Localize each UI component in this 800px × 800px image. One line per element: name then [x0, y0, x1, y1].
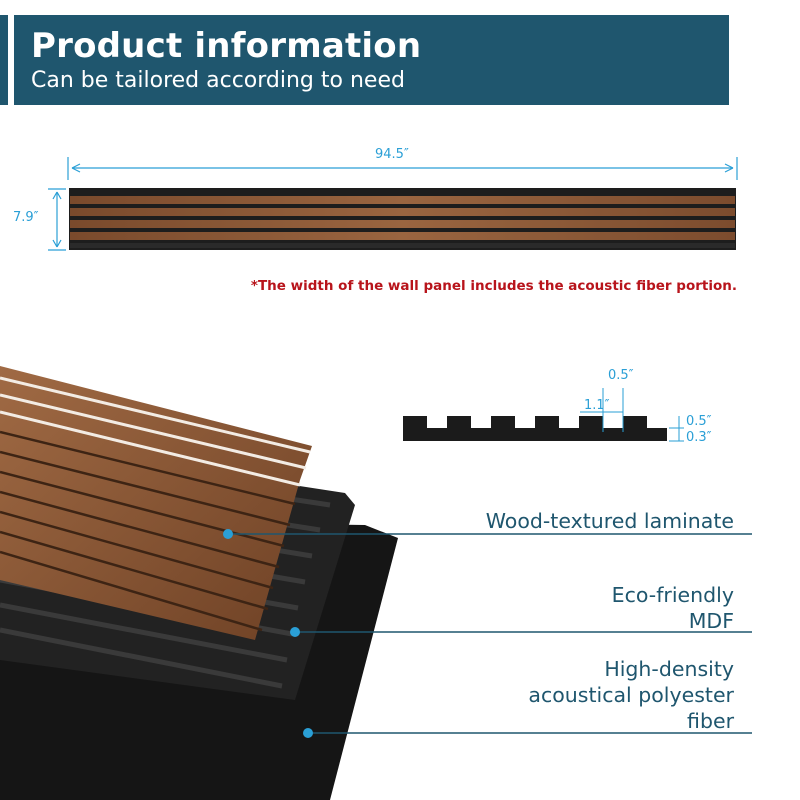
- slat-width-label: 1.1″: [584, 398, 610, 413]
- length-dimension-line: [67, 157, 738, 180]
- layer-label-line: MDF: [688, 609, 734, 633]
- groove-width-label: 0.5″: [608, 368, 634, 383]
- page-title: Product information: [31, 26, 422, 66]
- layer-label-line: Wood-textured laminate: [485, 509, 734, 533]
- header-accent-bar: [0, 15, 8, 105]
- height-label: 7.9″: [13, 210, 39, 225]
- callout-dots: [223, 529, 313, 738]
- panel-cross-section: [403, 416, 667, 441]
- layer-label-line: Eco-friendly: [611, 583, 734, 607]
- panel-perspective-view: [0, 366, 398, 800]
- layer-label-laminate: Wood-textured laminate: [486, 508, 734, 534]
- width-note: *The width of the wall panel includes th…: [250, 278, 737, 294]
- header-banner: [14, 15, 729, 105]
- layer-label-mdf: Eco-friendly MDF: [612, 582, 734, 634]
- slat-depth-label: 0.5″: [686, 414, 712, 429]
- layer-label-line: High-density: [604, 657, 734, 681]
- layer-label-polyester: High-density acoustical polyester fiber: [528, 656, 734, 734]
- length-label: 94.5″: [375, 147, 409, 162]
- cross-section-dimension-lines: [580, 388, 684, 442]
- layer-label-line: fiber: [687, 709, 734, 733]
- height-dimension-line: [48, 188, 66, 251]
- panel-front-view: [69, 188, 736, 250]
- base-depth-label: 0.3″: [686, 430, 712, 445]
- layer-label-line: acoustical polyester: [528, 683, 734, 707]
- page-subtitle: Can be tailored according to need: [31, 68, 405, 93]
- callout-lines: [228, 533, 752, 734]
